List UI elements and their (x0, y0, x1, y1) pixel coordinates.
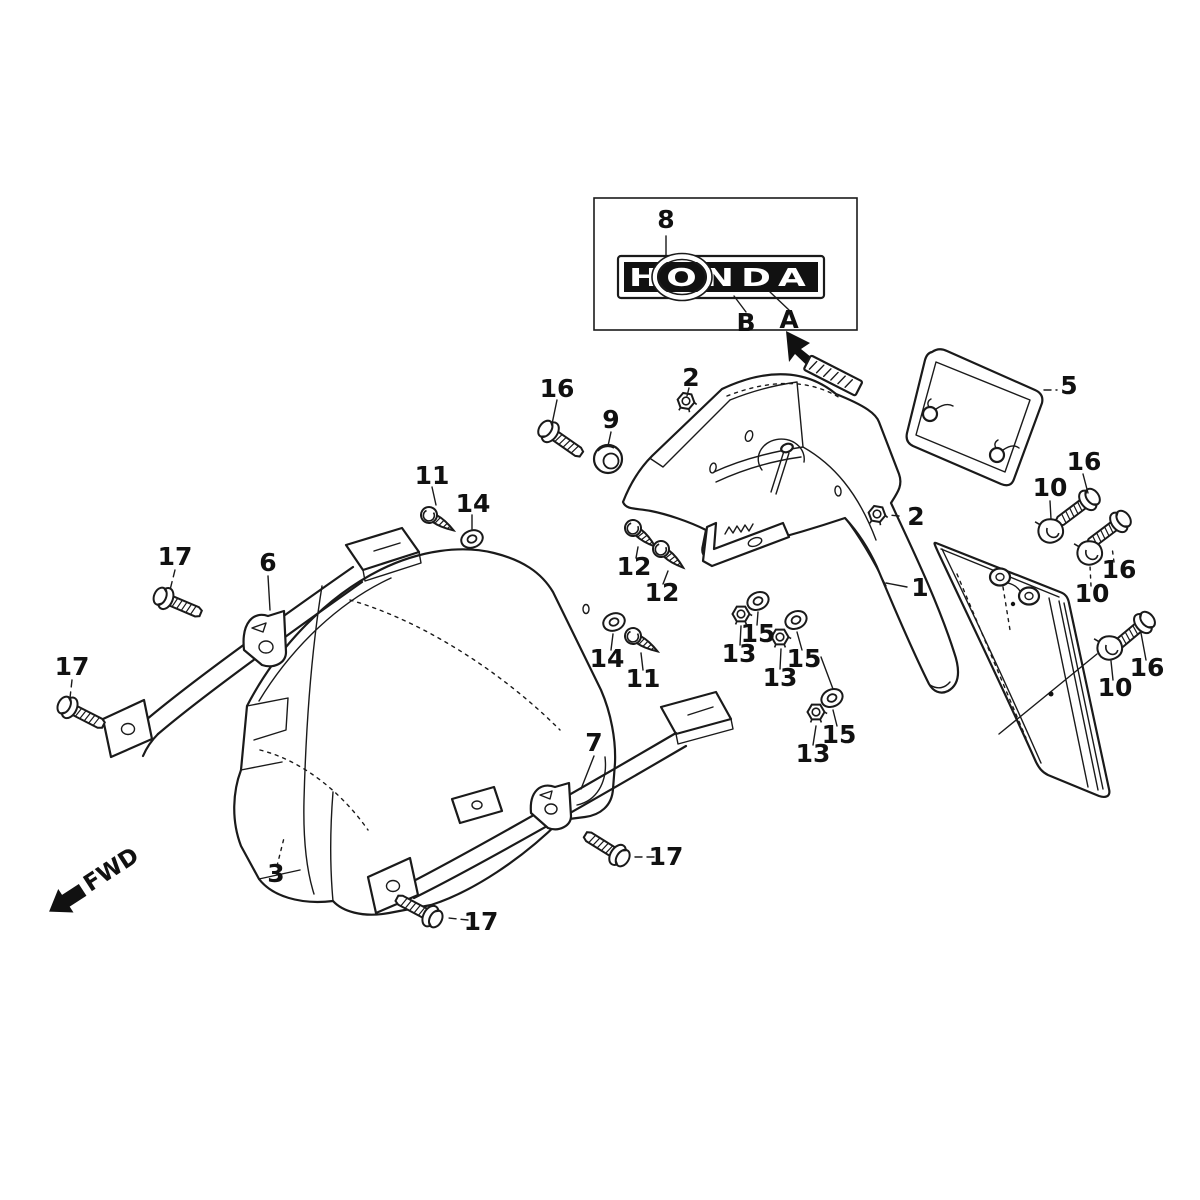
callout-labels: 8 B A 2 16 9 5 16 10 16 10 2 1 16 10 11 … (55, 205, 1165, 936)
screw-12-2 (648, 536, 690, 575)
leader-b (733, 295, 747, 313)
callout-12-2: 12 (645, 578, 680, 607)
part-4-mud-flap (933, 541, 1111, 798)
fwd-marker: FWD (49, 843, 144, 913)
callout-12-1: 12 (617, 552, 652, 581)
part-5-plate (905, 348, 1044, 487)
washer-15-1 (743, 587, 773, 615)
fwd-label: FWD (79, 843, 144, 898)
screw-11-lower (620, 623, 663, 660)
callout-3: 3 (267, 859, 284, 888)
callout-6: 6 (259, 548, 276, 577)
callout-11-lower: 11 (626, 664, 661, 693)
callout-b: B (736, 308, 755, 337)
callout-5: 5 (1060, 371, 1077, 400)
fwd-arrow-icon (49, 884, 87, 913)
callout-13-2: 13 (763, 663, 798, 692)
grommet-9 (592, 443, 624, 475)
callout-16-right-1: 16 (1067, 447, 1102, 476)
callout-13-3: 13 (796, 739, 831, 768)
callout-15-2: 15 (787, 644, 822, 673)
callout-2-right: 2 (907, 502, 924, 531)
callout-8: 8 (657, 205, 674, 234)
bolt-17-upper-left (149, 582, 206, 625)
callout-15-1: 15 (741, 619, 776, 648)
callout-11-upper: 11 (415, 461, 450, 490)
inset-frame (593, 197, 858, 331)
callout-17-upper-left: 17 (158, 542, 193, 571)
washer-14-lower (599, 609, 629, 635)
callout-14-lower: 14 (590, 644, 625, 673)
bolt-17-bottom-2 (578, 824, 635, 872)
callout-10-3: 10 (1098, 673, 1133, 702)
callout-16-right-3: 16 (1130, 653, 1165, 682)
washer-15-2 (781, 606, 811, 634)
part-3-rear-fender (233, 548, 617, 916)
callout-14-upper: 14 (456, 489, 491, 518)
screw-11-upper (416, 502, 459, 539)
part-1-tail-cowl (621, 373, 960, 694)
bolt-16-top (533, 415, 589, 465)
leader-lines (69, 387, 1147, 921)
honda-emblem: HONDA (616, 252, 826, 302)
callout-7: 7 (585, 728, 602, 757)
callout-16-top: 16 (540, 374, 575, 403)
emblem-sticker (803, 354, 863, 397)
callout-17-bottom-1: 17 (464, 907, 499, 936)
callout-1: 1 (911, 573, 928, 602)
callout-2-top: 2 (682, 363, 699, 392)
callout-13-1: 13 (722, 639, 757, 668)
callout-16-right-2: 16 (1102, 555, 1137, 584)
callout-10-1: 10 (1033, 473, 1068, 502)
callout-a: A (779, 305, 799, 334)
callout-17-left: 17 (55, 652, 90, 681)
washer-14-upper (457, 526, 487, 552)
callout-9: 9 (602, 405, 619, 434)
callout-15-3: 15 (822, 720, 857, 749)
leader-a (769, 291, 790, 311)
part-6-stay-bar (101, 526, 422, 759)
callout-17-bottom-2: 17 (649, 842, 684, 871)
bolt-17-left (52, 691, 110, 736)
emblem-inset-box: HONDA (593, 197, 858, 331)
callout-10-2: 10 (1075, 579, 1110, 608)
